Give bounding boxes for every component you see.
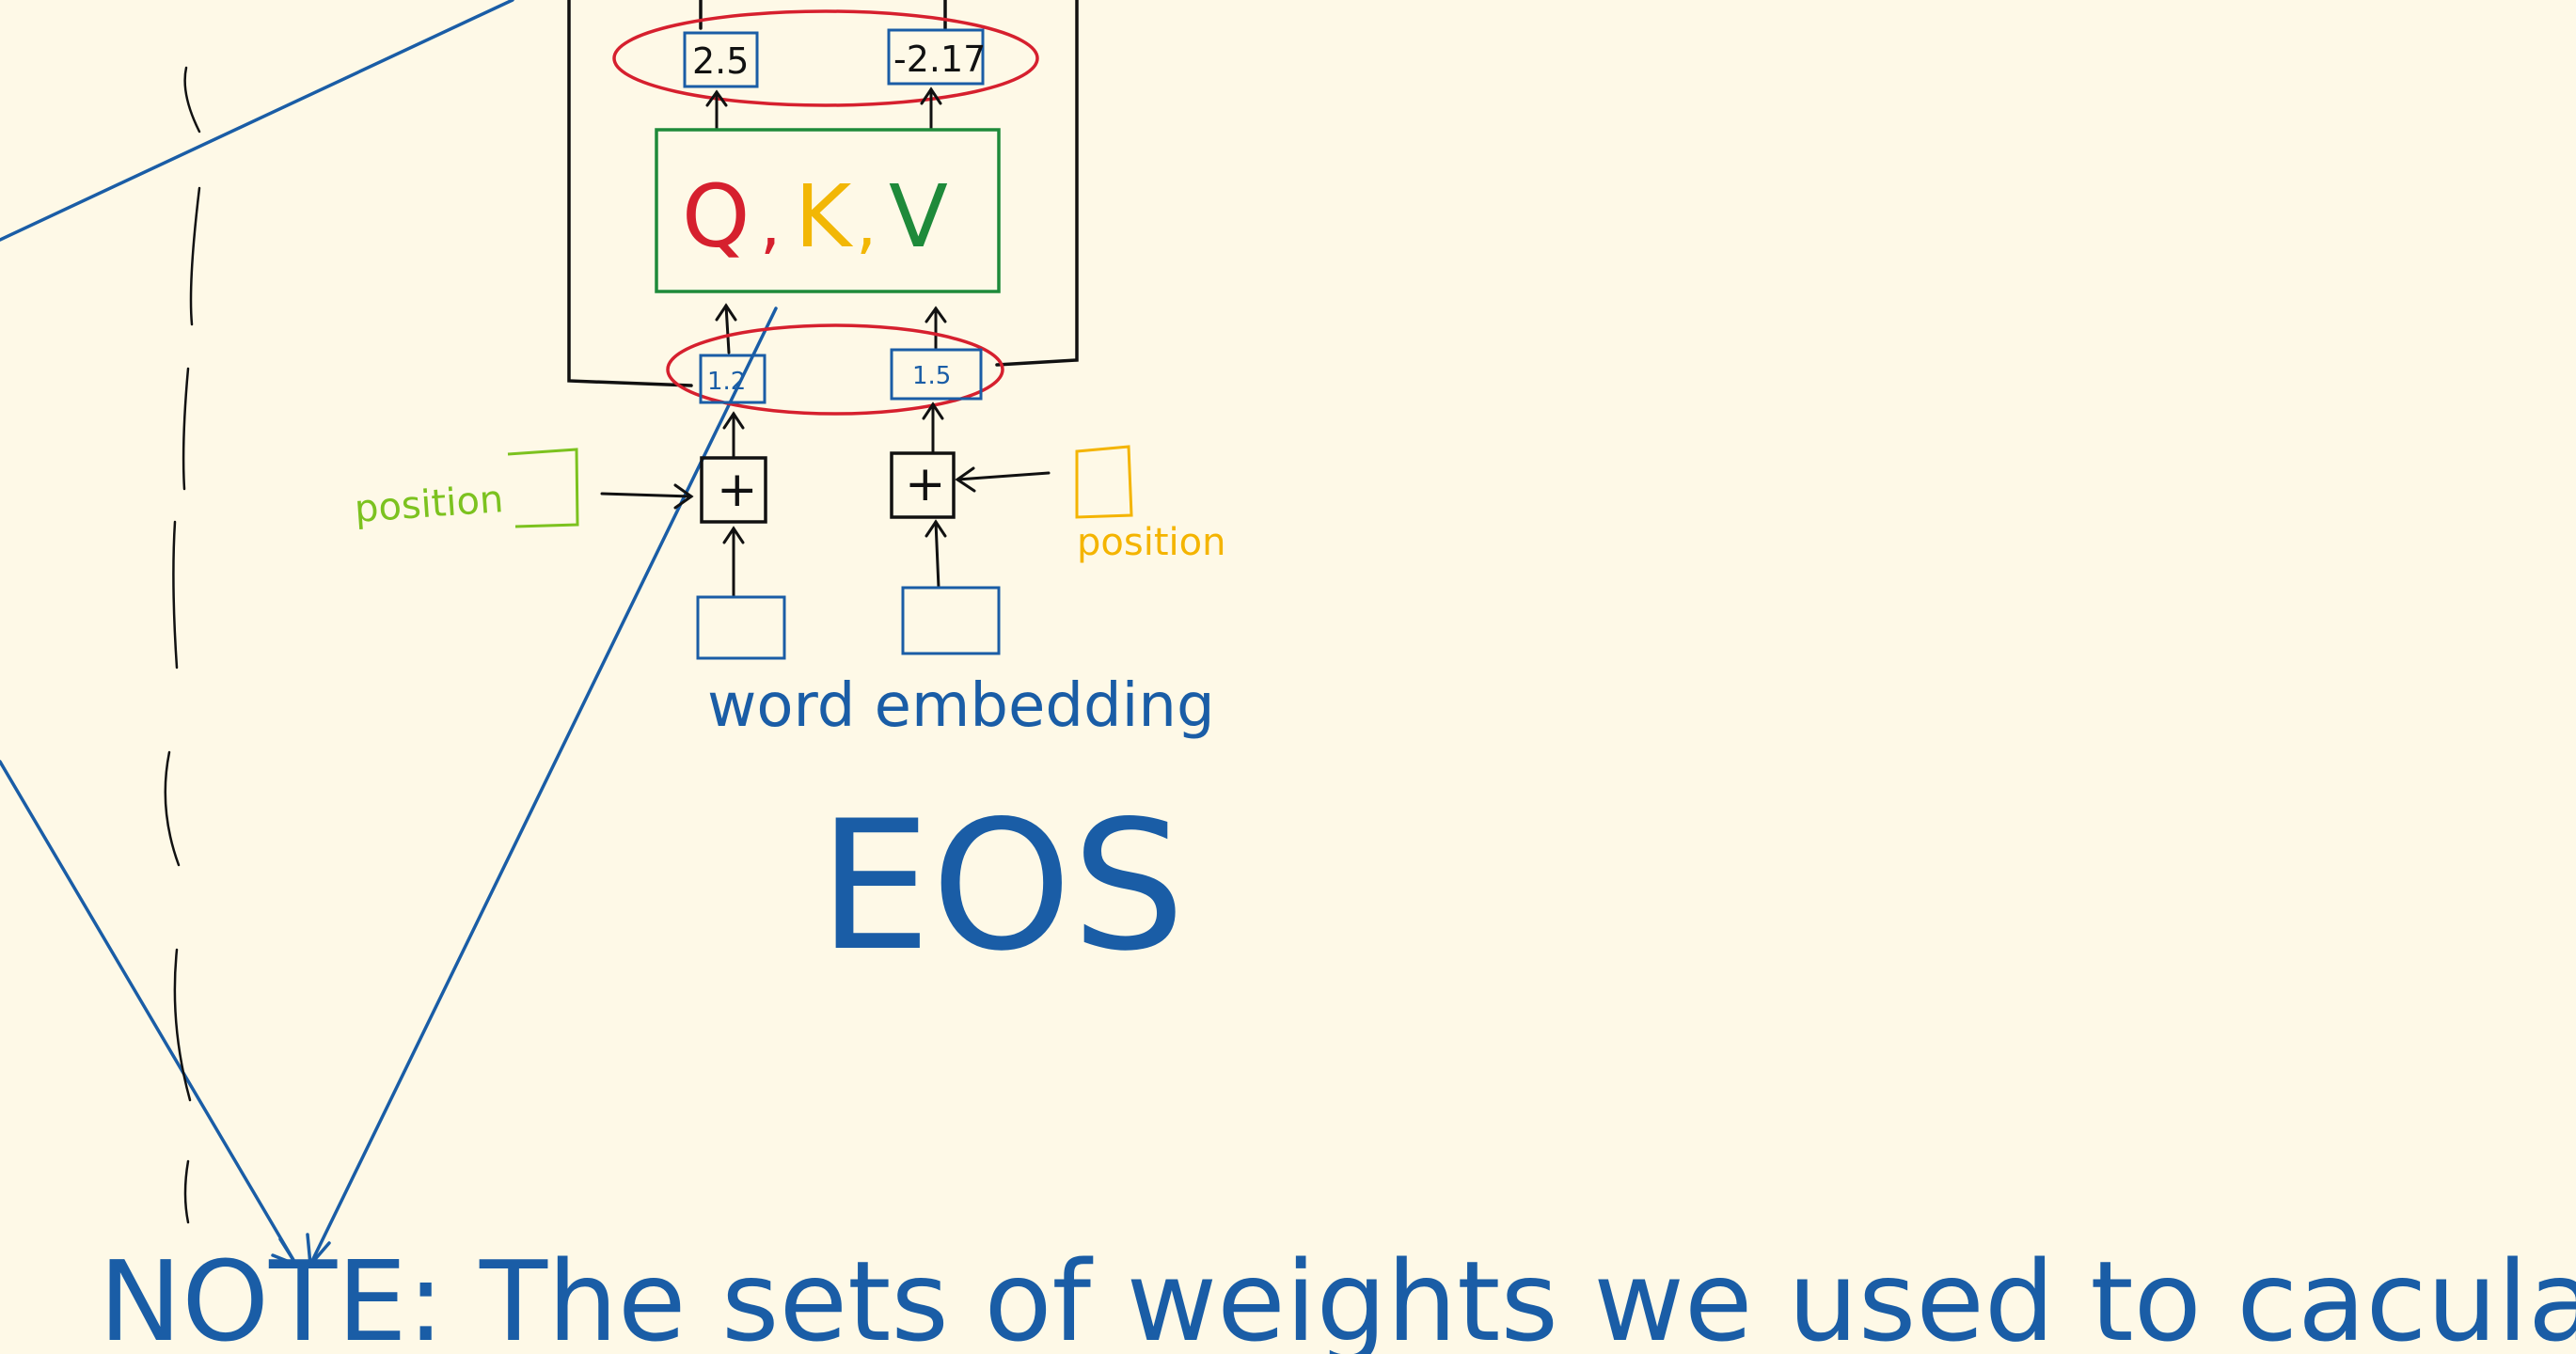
top-left-value-box xyxy=(683,31,759,88)
upper-diagonal-line xyxy=(0,0,514,242)
word-embedding-label: word embedding xyxy=(707,671,1215,741)
position-arrows xyxy=(600,466,1051,510)
top-right-value-box xyxy=(887,28,985,86)
top-red-ellipse xyxy=(612,9,1039,107)
v-letter: V xyxy=(889,166,948,267)
qkv-separator-1: , xyxy=(760,185,781,262)
left-position-label: position xyxy=(353,478,504,531)
right-position-group: position xyxy=(1075,445,1225,564)
right-plus-symbol: + xyxy=(905,456,946,512)
right-plus-box xyxy=(890,451,956,519)
left-blue-strokes xyxy=(0,0,778,1269)
k-letter: K xyxy=(795,166,854,267)
top-right-value: -2.17 xyxy=(893,39,986,80)
bottom-left-value-box xyxy=(699,354,766,404)
bottom-left-value: 1.2 xyxy=(707,368,746,396)
qkv-green-rect xyxy=(655,128,1001,293)
left-embedding-box xyxy=(696,595,786,660)
qkv-up-arrows xyxy=(705,87,942,132)
bottom-input-group: 1.2 1.5 xyxy=(666,323,1004,416)
q-letter: Q xyxy=(682,166,750,267)
bottom-right-value-box xyxy=(890,348,983,401)
embedding-group: word embedding xyxy=(696,519,1215,741)
left-position-box xyxy=(507,448,579,528)
top-output-group: 2.5 -2.17 xyxy=(612,9,1039,107)
right-embedding-box xyxy=(901,586,1001,655)
left-plus-box xyxy=(700,456,767,524)
left-plus-symbol: + xyxy=(717,462,758,518)
bottom-red-ellipse xyxy=(666,323,1004,416)
outer-container-lines xyxy=(567,0,1079,387)
right-position-box xyxy=(1075,445,1133,519)
plus-boxes: + + xyxy=(700,451,956,524)
qkv-box: Q , K , V xyxy=(655,128,1001,293)
qkv-separator-2: , xyxy=(856,185,877,262)
bottom-right-value: 1.5 xyxy=(912,362,951,390)
eos-label: EOS xyxy=(818,782,1185,990)
arrow-head-left xyxy=(271,1237,301,1268)
connector-line-to-note xyxy=(308,307,778,1267)
dashed-divider xyxy=(164,66,201,1224)
qkv-input-arrows xyxy=(715,303,947,354)
lower-diagonal-line xyxy=(0,760,298,1267)
top-left-value: 2.5 xyxy=(692,40,749,82)
arrow-head-right xyxy=(306,1233,331,1269)
plus-up-arrows xyxy=(722,401,944,458)
note-text: NOTE: The sets of weights we used to cac… xyxy=(99,1236,2576,1354)
right-position-label: position xyxy=(1077,521,1225,564)
left-position-group: position xyxy=(353,448,579,531)
